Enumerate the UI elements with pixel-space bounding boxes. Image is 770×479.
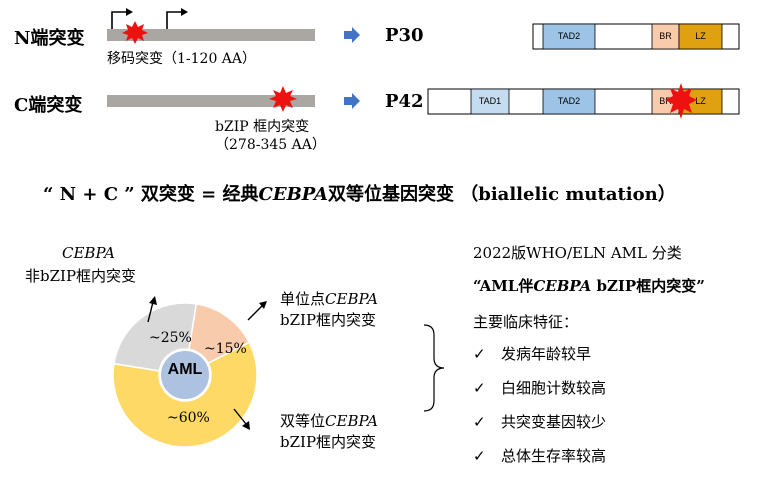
single-label-line1: 单位点CEBPA — [280, 290, 379, 308]
promoter-arrow-1 — [111, 11, 126, 29]
c-term-label: C端突变 — [14, 95, 83, 116]
donut-pct-peach: ~15% — [204, 341, 247, 357]
n-term-label: N端突变 — [14, 28, 85, 49]
c-mutation-label-1: bZIP 框内突变 — [215, 119, 310, 135]
check-icon: ✓ — [473, 447, 486, 465]
double-label-line2: bZIP框内突变 — [280, 433, 377, 451]
biallelic-headline: “ N + C ” 双突变 = 经典CEBPA双等位基因突变 （bialleli… — [43, 180, 676, 206]
donut-pct-gray: ~25% — [149, 330, 192, 346]
donut-pct-yellow: ~60% — [167, 410, 210, 426]
arrow-n — [344, 27, 360, 43]
check-icon: ✓ — [473, 379, 486, 397]
p42-domain-tad2: TAD2 — [557, 96, 581, 106]
p42-domain-lz: LZ — [695, 96, 706, 106]
gray-label-gene: CEBPA — [62, 244, 115, 262]
feature-item: ✓共突变基因较少 — [473, 413, 607, 431]
p42-domain-tad1: TAD1 — [478, 96, 502, 106]
check-icon: ✓ — [473, 345, 486, 363]
feature-item: ✓发病年龄较早 — [473, 345, 592, 363]
feature-item: ✓白细胞计数较高 — [473, 379, 607, 397]
arrow-c — [344, 93, 360, 109]
c-mutation-label-2: （278-345 AA） — [215, 137, 326, 153]
p42-domain-br: BR — [659, 96, 672, 106]
p42-mutation-star — [665, 83, 697, 119]
headline-gene: CEBPA — [258, 184, 328, 205]
p30-domain-tad2: TAD2 — [557, 31, 581, 41]
feature-item: ✓总体生存率较高 — [473, 447, 607, 465]
p30-domain-br: BR — [659, 31, 672, 41]
c-mutation-star — [269, 86, 297, 112]
p30-domain-lz: LZ — [695, 31, 706, 41]
n-mutation-star — [122, 21, 148, 44]
p42-label: P42 — [385, 91, 424, 112]
headline-post: 双等位基因突变 （biallelic mutation） — [327, 184, 676, 205]
n-gene-bar — [107, 29, 315, 41]
curly-brace — [423, 324, 445, 412]
donut-center — [159, 349, 211, 401]
single-label-line2: bZIP框内突变 — [280, 311, 377, 329]
double-label-line1: 双等位CEBPA — [280, 412, 379, 430]
check-icon: ✓ — [473, 413, 486, 431]
p30-label: P30 — [385, 25, 424, 46]
gray-label-desc: 非bZIP框内突变 — [25, 267, 137, 285]
headline-pre: “ N + C ” 双突变 = 经典 — [43, 184, 259, 205]
c-gene-bar — [107, 95, 315, 107]
donut-center-label: AML — [167, 361, 203, 378]
who-version-line: 2022版WHO/ELN AML 分类 — [473, 244, 682, 262]
who-category-title: “AML伴CEBPA bZIP框内突变” — [473, 277, 705, 295]
n-mutation-label: 移码突变（1-120 AA） — [107, 51, 257, 67]
aml-donut-chart — [112, 302, 258, 448]
features-heading: 主要临床特征： — [473, 313, 579, 331]
promoter-arrow-2 — [166, 11, 181, 29]
feature-list: ✓发病年龄较早 ✓白细胞计数较高 ✓共突变基因较少 ✓总体生存率较高 — [473, 343, 606, 479]
